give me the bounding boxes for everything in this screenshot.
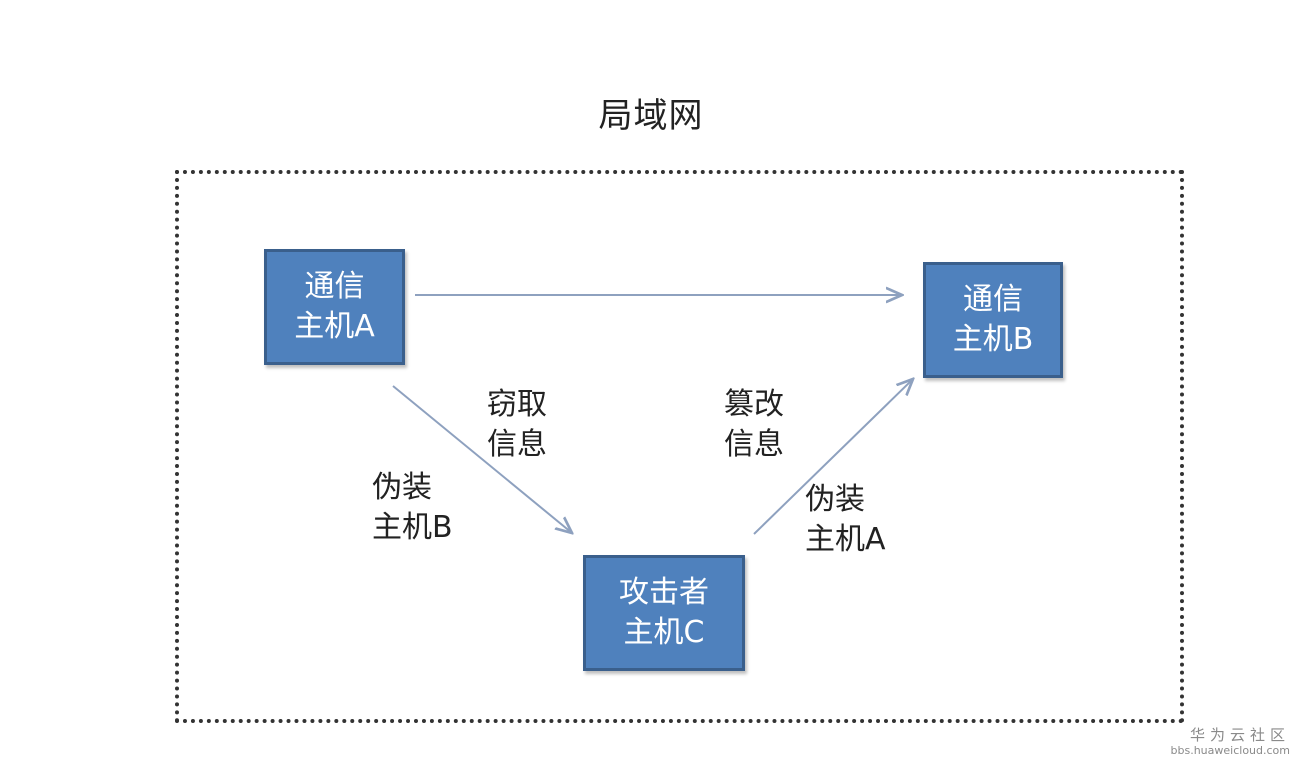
diagram-title: 局域网 [598, 96, 704, 136]
watermark: 华为云社区 bbs.huaweicloud.com [1171, 726, 1290, 758]
steal-line1: 窃取 [487, 387, 547, 422]
steal-info-label: 窃取 信息 [487, 385, 547, 465]
arrow-a-to-c [392, 385, 572, 533]
tamper-line2: 信息 [724, 427, 784, 462]
tamper-info-label: 篡改 信息 [724, 385, 784, 465]
host-b-node: 通信 主机B [923, 262, 1063, 378]
watermark-url: bbs.huaweicloud.com [1170, 744, 1290, 757]
arrow-c-to-b [753, 379, 913, 535]
fake-host-a-label: 伪装 主机A [805, 480, 886, 560]
fake-a-line2: 主机A [805, 522, 886, 557]
fake-host-b-label: 伪装 主机B [372, 468, 453, 548]
host-b-line2: 主机B [952, 322, 1034, 357]
host-a-line1: 通信 [304, 269, 365, 304]
host-a-line2: 主机A [294, 309, 375, 344]
attacker-c-line1: 攻击者 [619, 575, 709, 610]
attacker-c-line2: 主机C [623, 615, 705, 650]
fake-b-line2: 主机B [372, 510, 453, 545]
fake-a-line1: 伪装 [805, 482, 865, 517]
host-b-line1: 通信 [963, 282, 1023, 317]
lan-boundary [175, 170, 1184, 723]
host-a-node: 通信 主机A [264, 249, 405, 365]
fake-b-line1: 伪装 [372, 470, 432, 505]
attacker-c-node: 攻击者 主机C [583, 555, 745, 671]
steal-line2: 信息 [487, 427, 547, 462]
tamper-line1: 篡改 [724, 387, 784, 422]
watermark-title: 华为云社区 [1189, 726, 1290, 744]
